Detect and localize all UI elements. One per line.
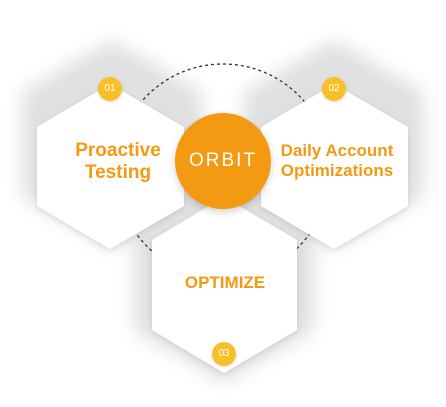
node-2-label-line-2: Optimizations xyxy=(280,160,394,180)
hexagon-2 xyxy=(261,84,408,249)
hexagon-1 xyxy=(37,84,184,249)
node-label-proactive-testing: Proactive Testing xyxy=(58,140,178,184)
node-1-number-badge: 01 xyxy=(98,77,122,101)
node-1-label-line-1: Proactive xyxy=(75,140,161,161)
center-orbit-circle: ORBIT xyxy=(175,113,271,209)
node-2-label-line-1: Daily Account xyxy=(280,141,394,160)
node-label-daily-account-optimizations: Daily Account Optimizations xyxy=(272,141,402,180)
node-label-optimize: OPTIMIZE xyxy=(164,273,286,293)
node-3-label-line-1: OPTIMIZE xyxy=(184,273,266,292)
node-3-number-badge: 03 xyxy=(212,342,236,366)
node-2-number-badge: 02 xyxy=(322,77,346,101)
node-1-label-line-2: Testing xyxy=(84,161,152,183)
hexagon-3 xyxy=(152,197,297,373)
